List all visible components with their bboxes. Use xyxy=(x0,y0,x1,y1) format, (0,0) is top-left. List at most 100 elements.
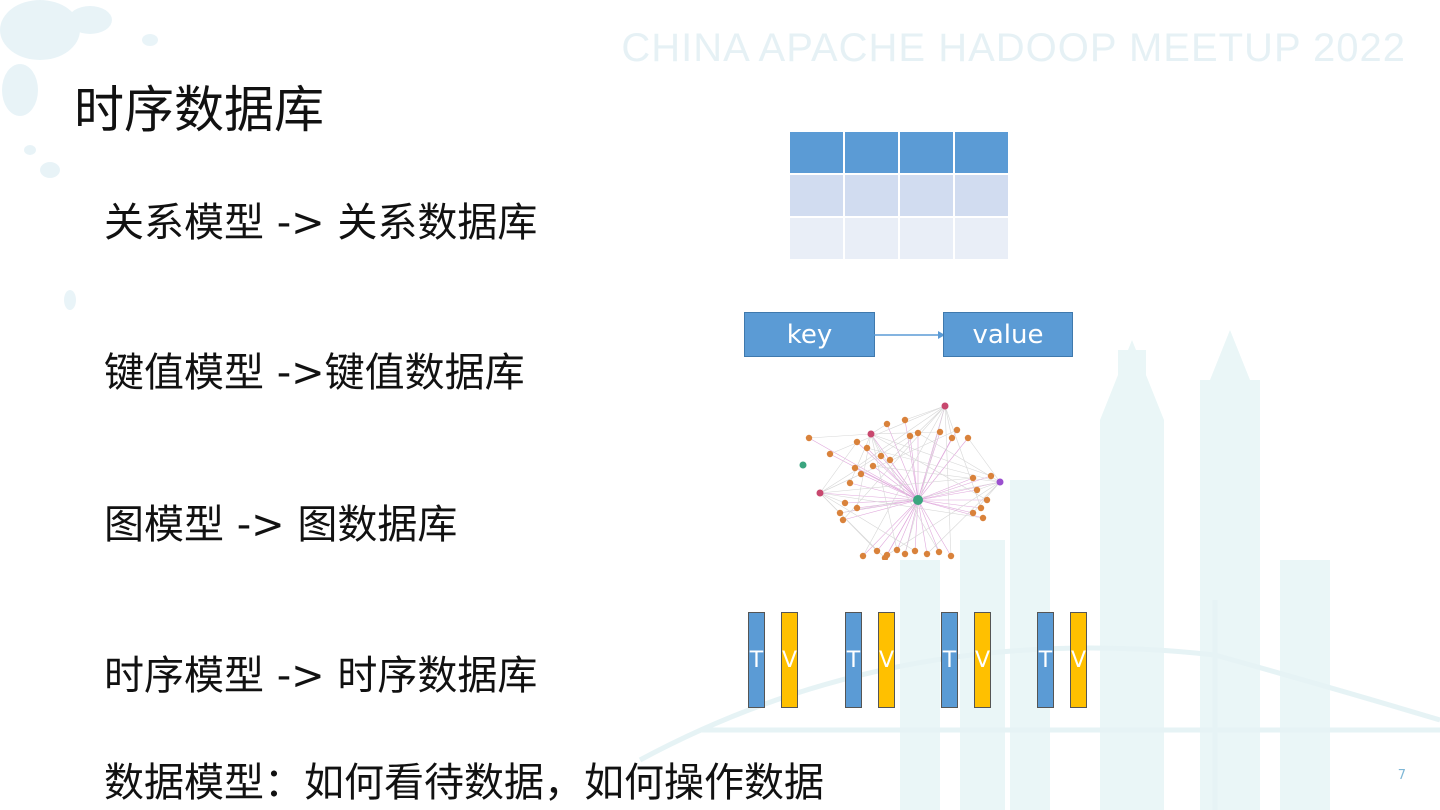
graph-edge xyxy=(886,481,1001,556)
graph-node xyxy=(839,516,847,524)
table-cell xyxy=(843,216,900,261)
graph-edge xyxy=(917,499,974,514)
ink-splash-decoration xyxy=(0,0,158,310)
graph-node xyxy=(969,509,977,517)
graph-node xyxy=(859,552,867,560)
bridge-decoration xyxy=(638,600,1440,810)
value-block: V xyxy=(781,612,798,708)
graph-node xyxy=(873,547,881,555)
graph-node xyxy=(867,430,875,438)
graph-node xyxy=(863,444,871,452)
graph-edge xyxy=(870,433,988,501)
graph-edge xyxy=(808,437,919,501)
text-graph-model: 图模型 -> 图数据库 xyxy=(104,502,458,548)
graph-edge xyxy=(872,465,919,501)
key-box: key xyxy=(744,312,875,357)
graph-node xyxy=(913,495,923,505)
timestamp-block: T xyxy=(1037,612,1054,708)
graph-edge xyxy=(819,492,846,504)
graph-edge xyxy=(926,481,1001,555)
value-box: value xyxy=(943,312,1073,357)
graph-edge xyxy=(870,433,882,457)
graph-edge xyxy=(819,492,984,519)
graph-edge xyxy=(917,499,928,555)
graph-node xyxy=(983,496,991,504)
timestamp-block: T xyxy=(941,612,958,708)
graph-node xyxy=(836,509,844,517)
graph-edge xyxy=(819,441,858,494)
graph-node xyxy=(987,472,995,480)
graph-node xyxy=(881,554,889,560)
graph-node xyxy=(906,432,914,440)
arrow-right-icon xyxy=(874,331,945,339)
table-cell xyxy=(843,173,900,218)
graph-edge xyxy=(886,423,919,501)
slide-title: 时序数据库 xyxy=(74,81,324,139)
table-header-cell xyxy=(898,130,955,175)
graph-node xyxy=(947,552,955,560)
table-cell xyxy=(953,216,1010,261)
graph-edge xyxy=(829,405,946,455)
graph-node xyxy=(851,464,859,472)
graph-edge xyxy=(860,473,919,501)
graph-edge xyxy=(856,441,919,501)
graph-edge xyxy=(904,419,919,501)
graph-node xyxy=(964,434,972,442)
graph-node xyxy=(973,486,981,494)
graph-node xyxy=(816,489,824,497)
graph-edge xyxy=(870,433,940,553)
event-watermark: CHINA APACHE HADOOP MEETUP 2022 xyxy=(621,26,1406,70)
graph-edge xyxy=(862,405,946,557)
graph-edge xyxy=(819,492,919,501)
graph-node xyxy=(948,434,956,442)
graph-node xyxy=(883,420,891,428)
graph-node xyxy=(846,479,854,487)
table-header-cell xyxy=(788,130,845,175)
value-block: V xyxy=(974,612,991,708)
graph-edge xyxy=(917,499,940,553)
graph-edge xyxy=(819,473,862,494)
graph-node xyxy=(923,550,931,558)
graph-edge xyxy=(917,475,992,501)
graph-network-illustration xyxy=(799,402,1004,560)
graph-edge xyxy=(866,447,1001,483)
graph-edge xyxy=(880,455,919,501)
graph-edge xyxy=(870,433,898,551)
graph-node xyxy=(853,438,861,446)
graph-node xyxy=(941,402,949,410)
graph-node xyxy=(877,452,885,460)
graph-edge xyxy=(904,405,946,421)
graph-node xyxy=(901,416,909,424)
graph-edge xyxy=(870,433,919,501)
graph-edge xyxy=(917,432,1001,483)
relational-table-illustration xyxy=(788,130,1010,261)
graph-node xyxy=(979,514,987,522)
graph-edge xyxy=(872,465,1001,483)
graph-edge xyxy=(876,499,919,552)
table-cell xyxy=(953,173,1010,218)
graph-node xyxy=(853,504,861,512)
graph-edge xyxy=(842,499,919,521)
graph-edge xyxy=(917,499,952,557)
text-relational-model: 关系模型 -> 关系数据库 xyxy=(104,200,538,246)
timestamp-block: T xyxy=(748,612,765,708)
table-cell xyxy=(898,173,955,218)
graph-edge xyxy=(909,435,919,501)
graph-node xyxy=(936,428,944,436)
graph-edge xyxy=(917,499,982,509)
graph-edge xyxy=(917,429,958,501)
graph-edge xyxy=(917,481,1001,501)
table-cell xyxy=(788,173,845,218)
graph-edge xyxy=(967,437,1001,483)
graph-node xyxy=(857,470,865,478)
graph-node xyxy=(914,429,922,437)
text-key-value-model: 键值模型 ->键值数据库 xyxy=(104,350,525,396)
graph-edge xyxy=(870,433,992,477)
timestamp-block: T xyxy=(845,612,862,708)
graph-edge xyxy=(842,405,946,521)
graph-edge xyxy=(944,405,952,557)
text-time-series-model: 时序模型 -> 时序数据库 xyxy=(104,653,538,699)
graph-edge xyxy=(839,499,919,514)
graph-node xyxy=(911,547,919,555)
